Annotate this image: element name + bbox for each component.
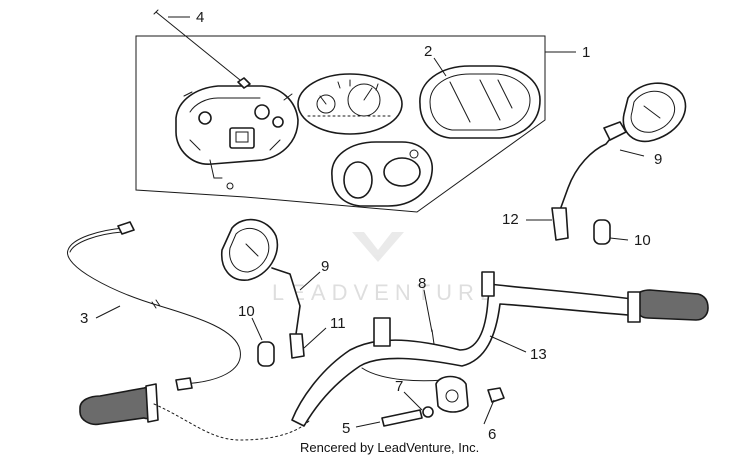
callout-8: 8 [418, 275, 426, 292]
cable-route [153, 403, 311, 441]
instrument-group-frame [135, 35, 546, 213]
leader-lines [95, 16, 645, 428]
callout-6: 6 [488, 426, 496, 443]
dial-face [297, 73, 403, 135]
spacer-part-10-right [593, 219, 611, 245]
right-grip [627, 289, 709, 323]
left-grip [79, 383, 159, 426]
spacer-part-10-left [257, 341, 275, 367]
callout-9-left: 9 [321, 258, 329, 275]
instrument-bezel [331, 141, 433, 207]
instrument-housing [175, 77, 299, 190]
leadventure-watermark: LEADVENTURE [272, 232, 501, 305]
callout-10-right: 10 [634, 232, 651, 249]
callout-4: 4 [196, 9, 204, 26]
throttle-cable [67, 221, 241, 391]
callout-10-left: 10 [238, 303, 255, 320]
credit-text: Rencered by LeadVenture, Inc. [300, 440, 479, 455]
callout-13: 13 [530, 346, 547, 363]
clamp-assembly [381, 329, 505, 427]
callout-7: 7 [395, 378, 403, 395]
callout-5: 5 [342, 420, 350, 437]
callouts: 1 2 3 4 5 6 7 8 9 9 10 10 11 12 13 [80, 9, 662, 443]
left-mirror [221, 218, 305, 359]
callout-3: 3 [80, 310, 88, 327]
instrument-lens [419, 65, 541, 139]
callout-2: 2 [424, 43, 432, 60]
callout-9-right: 9 [654, 151, 662, 168]
callout-1: 1 [582, 44, 590, 61]
screw-part-4 [153, 9, 241, 81]
right-mirror [551, 82, 687, 241]
callout-12: 12 [502, 211, 519, 228]
callout-11: 11 [330, 315, 346, 332]
watermark-text: LEADVENTURE [272, 280, 501, 305]
